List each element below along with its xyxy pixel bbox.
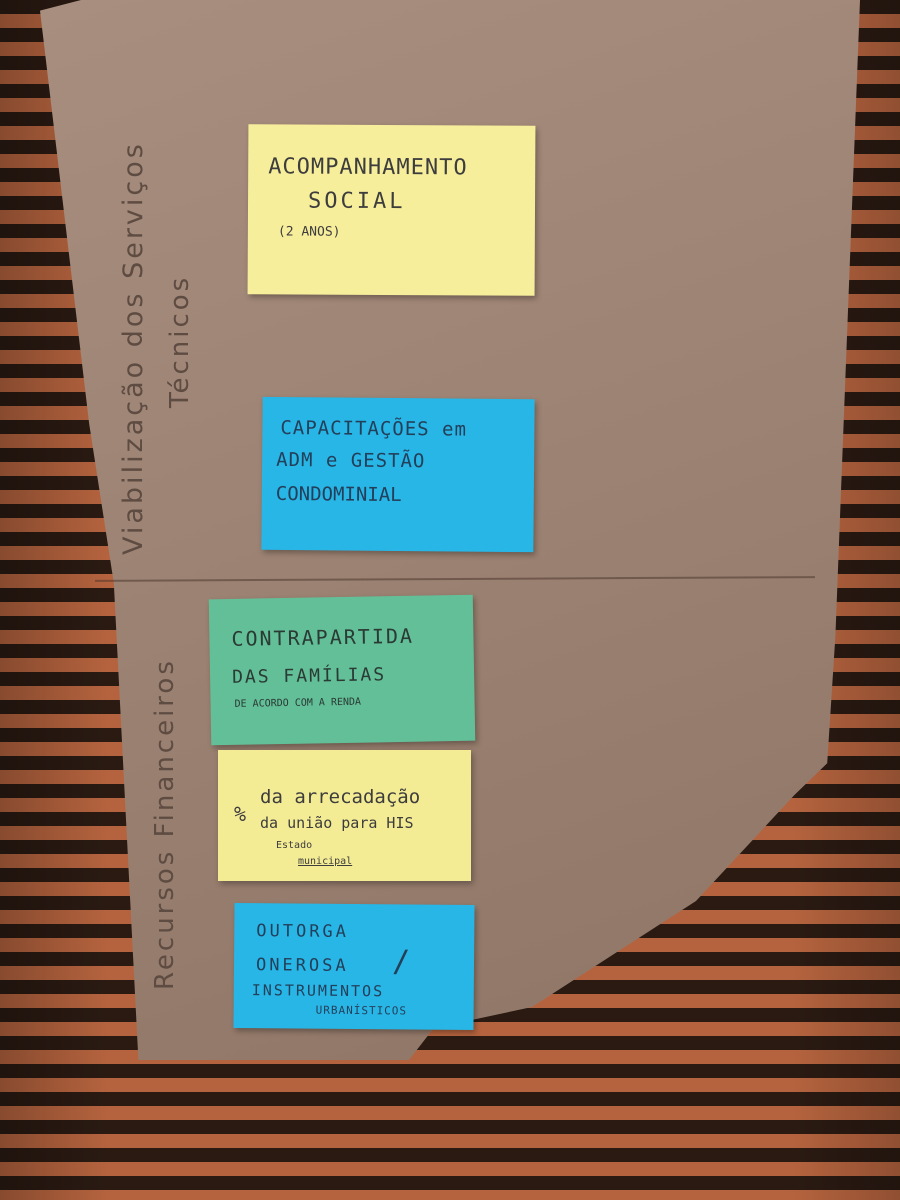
- note-line: DE ACORDO COM A RENDA: [234, 696, 362, 710]
- note-line: %: [234, 802, 247, 826]
- note-line: (2 ANOS): [277, 224, 341, 240]
- note-line: CAPACITAÇÕES em: [280, 416, 468, 441]
- note-line: OUTORGA: [256, 921, 350, 942]
- section-label-top-line1: Viabilização dos Serviços: [118, 141, 149, 555]
- sticky-note-contrapartida: CONTRAPARTIDA DAS FAMÍLIAS DE ACORDO COM…: [208, 594, 476, 746]
- note-line: DAS FAMÍLIAS: [231, 664, 387, 688]
- section-label-top-line2: Técnicos: [165, 274, 195, 408]
- note-line: CONTRAPARTIDA: [231, 623, 415, 651]
- note-line: municipal: [298, 856, 353, 867]
- sticky-note-capacitacoes: CAPACITAÇÕES em ADM e GESTÃO CONDOMINIAL: [261, 396, 535, 553]
- note-line: SOCIAL: [307, 188, 406, 215]
- note-line: da arrecadação: [260, 786, 421, 808]
- note-line: /: [391, 944, 411, 980]
- note-line: da união para HIS: [260, 814, 414, 832]
- note-line: ACOMPANHAMENTO: [268, 154, 468, 181]
- sticky-note-acompanhamento-social: ACOMPANHAMENTO SOCIAL (2 ANOS): [247, 124, 536, 296]
- note-line: ADM e GESTÃO: [276, 448, 426, 473]
- note-line: INSTRUMENTOS: [251, 981, 385, 1001]
- section-label-bottom: Recursos Financeiros: [150, 658, 180, 990]
- note-line: Estado: [276, 840, 313, 851]
- sticky-note-outorga-onerosa: OUTORGA ONEROSA / INSTRUMENTOS URBANÍSTI…: [233, 902, 475, 1031]
- sticky-note-arrecadacao: % da arrecadação da união para HIS Estad…: [218, 750, 471, 881]
- note-line: ONEROSA: [255, 955, 349, 976]
- note-line: URBANÍSTICOS: [315, 1003, 408, 1018]
- note-line: CONDOMINIAL: [275, 482, 402, 507]
